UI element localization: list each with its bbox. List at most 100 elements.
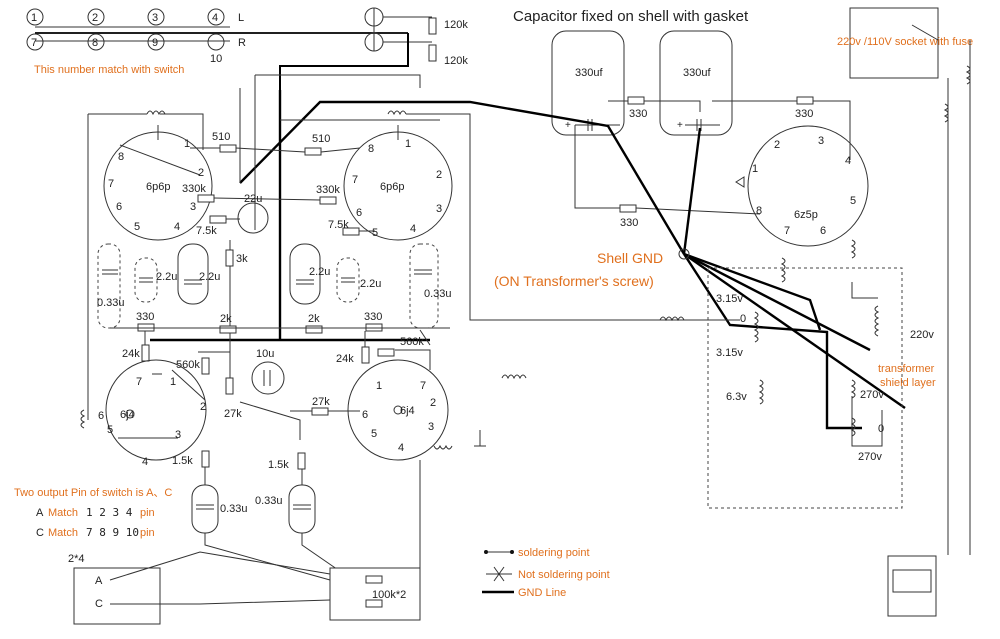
svg-text:+: + [677,120,683,131]
svg-text:4: 4 [398,442,404,454]
page-title: Capacitor fixed on shell with gasket [513,8,749,25]
svg-text:6: 6 [98,410,104,422]
switch-pin-10: 10 [210,53,222,65]
svg-text:2: 2 [200,401,206,413]
res-24k-b: 24k [336,353,354,365]
selector-a: A [95,575,103,587]
cap-033u-c: 0.33u [220,503,248,515]
legend: soldering point Not soldering point GND … [482,547,610,599]
res-27k-a: 27k [224,408,242,420]
trans-270v-b: 270v [858,451,882,463]
res-330k-b: 330k [316,184,340,196]
res-510-b: 510 [312,133,330,145]
cap-22u-label: 22u [244,193,262,205]
svg-text:5: 5 [371,428,377,440]
svg-text:A: A [36,507,44,519]
svg-text:7: 7 [784,225,790,237]
switch-terminals: 1 2 3 4 7 8 9 10 L R This number match w… [26,8,408,76]
selector-c: C [95,598,103,610]
trans-0-a: 0 [740,313,746,325]
pot-100k: 100k*2 [372,589,406,601]
cap-330uf-b: 330uf [683,67,711,79]
right-driver-tube: 6j4 1 7 2 3 4 5 6 [347,359,486,461]
trans-3-15v-a: 3.15v [716,293,743,305]
trans-6-3v: 6.3v [726,391,747,403]
trans-220v: 220v [910,329,934,341]
trans-0-b: 0 [878,423,884,435]
left-driver-tube: 6j4 7 1 2 3 4 5 6 [80,359,207,468]
svg-text:6: 6 [362,409,368,421]
svg-text:2: 2 [436,169,442,181]
svg-text:5: 5 [372,227,378,239]
svg-text:7: 7 [136,376,142,388]
svg-text:1 2 3 4: 1 2 3 4 [86,506,133,519]
svg-text:6: 6 [356,207,362,219]
svg-text:5: 5 [107,424,113,436]
res-330-b: 330 [364,311,382,323]
transformer: 3.15v 0 3.15v 6.3v 220v 270v 0 270v tran… [659,267,936,509]
switch-pin-3: 3 [152,12,158,24]
tube-6j4-right: 6j4 [400,405,415,417]
res-7-5k-a: 7.5k [196,225,217,237]
res-330-ps3: 330 [620,217,638,229]
power-socket: 220v /110V socket with fuse [837,7,973,617]
trans-3-15v-b: 3.15v [716,347,743,359]
cap-033u-d: 0.33u [255,495,283,507]
res-3k: 3k [236,253,248,265]
selector-switch: 2*4 A C 100k*2 [68,551,421,625]
svg-text:3: 3 [428,421,434,433]
svg-text:4: 4 [142,456,148,468]
svg-text:1: 1 [170,376,176,388]
label-l: L [238,12,244,24]
svg-text:2: 2 [430,397,436,409]
switch-note: This number match with switch [34,64,184,76]
svg-text:3: 3 [436,203,442,215]
res-27k-b: 27k [312,396,330,408]
switch-pin-7: 7 [31,37,37,49]
svg-text:Match: Match [48,507,78,519]
switch-pin-1: 1 [31,12,37,24]
res-330-a: 330 [136,311,154,323]
svg-text:pin: pin [140,507,155,519]
coupling-caps: 0.33u 2.2u 2.2u 2.2u 2.2u 0.33u [97,243,452,329]
output-caps: 1.5k 1.5k 0.33u 0.33u [172,450,361,586]
res-330-ps1: 330 [629,108,647,120]
misc-wires [118,74,440,568]
svg-text:7: 7 [352,174,358,186]
cap-330uf-a: 330uf [575,67,603,79]
top-resistors: 510 510 330k 330k 7.5k 7.5k [182,75,375,237]
shell-gnd-note: (ON Transformer's screw) [494,273,654,289]
svg-text:4: 4 [410,223,416,235]
res-7-5k-b: 7.5k [328,219,349,231]
label-r: R [238,37,246,49]
shield-label-1: transformer [878,363,935,375]
res-24k-a: 24k [122,348,140,360]
svg-text:8: 8 [368,143,374,155]
middle-resistors: 330 2k 2k 330 24k 24k 560k 560k [110,311,450,375]
rectifier-tube: 6z5p 1 2 3 4 5 6 7 8 [735,125,869,283]
res-1-5k-b: 1.5k [268,459,289,471]
shell-gnd-label: Shell GND [597,250,663,266]
filter-capacitors: 330uf 330uf + + 330 330 330 [551,30,851,229]
svg-text:1: 1 [376,380,382,392]
svg-text:8: 8 [118,151,124,163]
choke-symbol [501,374,527,380]
legend-not-soldering: Not soldering point [518,569,610,581]
switch-pin-4: 4 [212,12,218,24]
cap-10u-label: 10u [256,348,274,360]
res-560k-a: 560k [176,359,200,371]
svg-text:1: 1 [752,163,758,175]
cap-033u-b: 0.33u [424,288,452,300]
switch-notes: Two output Pin of switch is A、C A Match … [14,487,172,539]
svg-text:5: 5 [134,221,140,233]
svg-text:3: 3 [190,201,196,213]
right-power-tube: 6p6p 8 7 6 5 4 3 2 1 [343,110,740,321]
tube-6j4-left: 6j4 [120,409,135,421]
switch-pin-2: 2 [92,12,98,24]
svg-text:2: 2 [198,167,204,179]
socket-note: 220v /110V socket with fuse [837,36,973,48]
svg-text:1: 1 [405,138,411,150]
svg-text:3: 3 [175,429,181,441]
svg-text:6: 6 [820,225,826,237]
legend-soldering: soldering point [518,547,590,559]
